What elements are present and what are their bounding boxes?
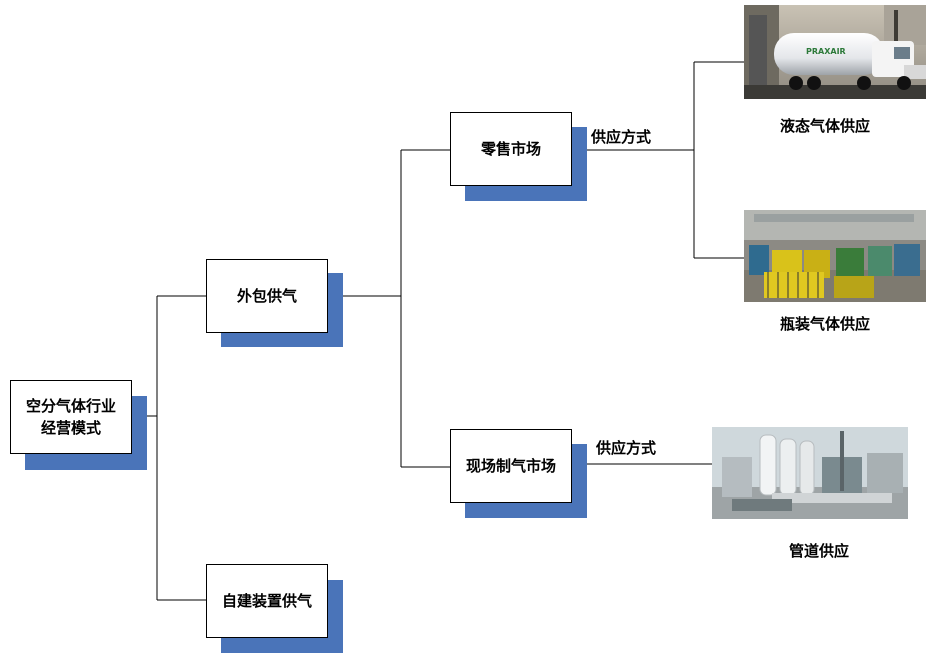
- liquid-gas-truck-photo: PRAXAIR: [744, 5, 926, 99]
- selfbuilt-supply-label: 自建装置供气: [221, 592, 312, 610]
- root-label-line2: 经营模式: [40, 419, 101, 437]
- bottled-gas-caption: 瓶装气体供应: [780, 315, 871, 333]
- pipeline-caption: 管道供应: [789, 542, 850, 560]
- supply-mode-label-onsite: 供应方式: [596, 439, 657, 457]
- retail-market-box: 零售市场: [450, 112, 572, 186]
- outsourced-supply-label: 外包供气: [236, 287, 297, 305]
- root-label-line1: 空分气体行业: [25, 397, 116, 415]
- liquid-gas-caption: 液态气体供应: [780, 117, 871, 135]
- onsite-market-box: 现场制气市场: [450, 429, 572, 503]
- supply-mode-label-retail: 供应方式: [591, 128, 652, 146]
- root-box: 空分气体行业 经营模式: [10, 380, 132, 454]
- bottled-gas-warehouse-photo: [744, 210, 926, 302]
- retail-market-label: 零售市场: [480, 140, 541, 158]
- selfbuilt-supply-box: 自建装置供气: [206, 564, 328, 638]
- pipeline-plant-photo: [712, 427, 908, 519]
- outsourced-supply-box: 外包供气: [206, 259, 328, 333]
- onsite-market-label: 现场制气市场: [465, 457, 556, 475]
- truck-brand-text: PRAXAIR: [806, 47, 846, 56]
